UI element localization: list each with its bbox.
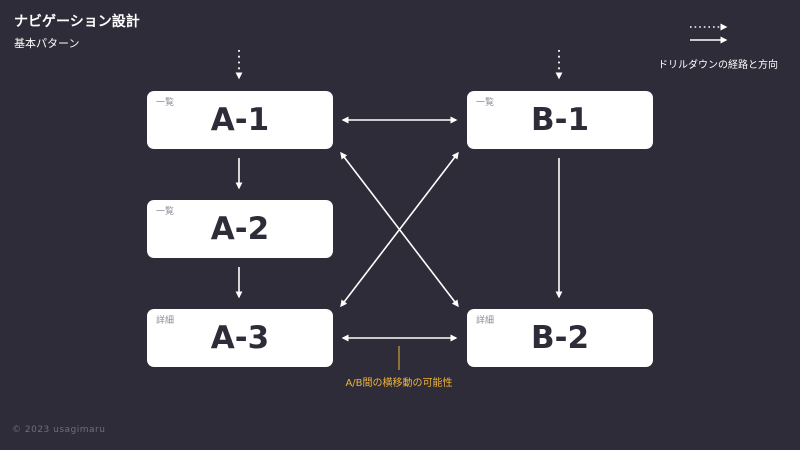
card-label: A-1 xyxy=(210,102,270,138)
card-label: A-2 xyxy=(210,211,270,247)
card-tag: 一覧 xyxy=(156,207,175,217)
legend-label: ドリルダウンの経路と方向 xyxy=(658,60,778,71)
card-tag: 一覧 xyxy=(476,98,495,108)
card-a1: 一覧 A-1 xyxy=(147,91,333,149)
card-tag: 詳細 xyxy=(476,316,495,326)
card-a3: 詳細 A-3 xyxy=(147,309,333,367)
lateral-navigation-note: A/B間の横移動の可能性 xyxy=(345,378,453,389)
card-label: A-3 xyxy=(210,320,270,356)
card-a2: 一覧 A-2 xyxy=(147,200,333,258)
card-b1: 一覧 B-1 xyxy=(467,91,653,149)
card-tag: 一覧 xyxy=(156,98,175,108)
card-label: B-2 xyxy=(530,320,590,356)
card-tag: 詳細 xyxy=(156,316,175,326)
page-subtitle: 基本パターン xyxy=(14,37,80,50)
copyright: © 2023 usagimaru xyxy=(12,425,106,435)
arrow-a3-b1 xyxy=(340,151,459,308)
page-title: ナビゲーション設計 xyxy=(14,14,140,30)
card-label: B-1 xyxy=(530,102,590,138)
card-b2: 詳細 B-2 xyxy=(467,309,653,367)
